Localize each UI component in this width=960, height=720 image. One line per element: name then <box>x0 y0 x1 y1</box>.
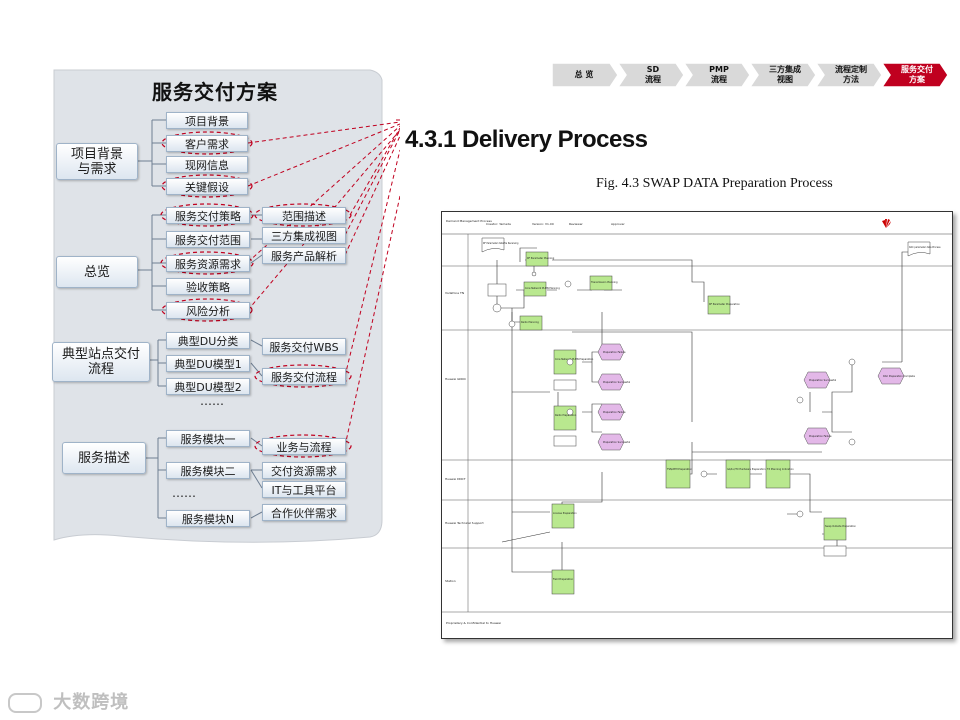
nav-tab-shape <box>749 63 817 87</box>
lane-label: Vodafone TN <box>445 291 464 295</box>
box-label: TSN/ATM Preparation <box>667 468 693 471</box>
nav-tab-0[interactable]: 总 览 <box>574 70 594 79</box>
box-label: Core Network PLMN Preparation <box>555 358 594 361</box>
item-risk-analysis[interactable]: 风险分析 <box>166 302 250 319</box>
group-label: 典型站点交付 流程 <box>61 347 140 377</box>
box-label: License Preparation <box>553 512 577 515</box>
group-label: 服务描述 <box>77 450 130 466</box>
item-business-process[interactable]: 业务与流程 <box>262 438 346 455</box>
item-delivery-scope[interactable]: 服务交付范围 <box>166 231 250 248</box>
item-resource-requirement[interactable]: 服务资源需求 <box>166 255 250 272</box>
nav-tab-shape <box>552 63 619 87</box>
group-typical-site-process[interactable]: 典型站点交付 流程 <box>52 342 150 382</box>
group-service-description[interactable]: 服务描述 <box>62 442 146 474</box>
item-du-model-2[interactable]: 典型DU模型2 <box>166 378 250 395</box>
diagram-header-reviewer: Reviewer <box>569 222 584 226</box>
diagram-footer: Proprietary & Confidential to Huawei <box>446 621 501 625</box>
box-label: Field Preparation <box>553 578 574 581</box>
item-du-model-1[interactable]: 典型DU模型1 <box>166 355 250 372</box>
watermark-icon <box>8 693 42 713</box>
process-diagram: Demand Management Process Creator: Yamad… <box>441 211 953 639</box>
event-label: Preparation Successful <box>603 441 631 444</box>
diagram-header-version: Version: V1.00 <box>532 222 554 226</box>
event-label: Preparation Successful <box>809 379 837 382</box>
diagram-header-creator: Creator: Yamada <box>486 222 511 226</box>
item-it-tools[interactable]: IT与工具平台 <box>262 481 346 498</box>
item-service-product[interactable]: 服务产品解析 <box>262 247 346 264</box>
nav-tab-2[interactable]: PMP 流程 <box>709 65 729 84</box>
nav-bar <box>552 63 949 87</box>
event-label: Preparation Failure <box>603 411 626 414</box>
more-ellipsis: …… <box>172 486 196 500</box>
box-label: RF Parameter Planning <box>527 257 555 260</box>
box-label: TX Planning Indication <box>767 468 794 471</box>
item-acceptance-strategy[interactable]: 验收策略 <box>166 278 250 295</box>
group-label: 项目背景 与需求 <box>70 146 123 177</box>
item-delivery-strategy[interactable]: 服务交付策略 <box>166 207 250 224</box>
diagram-header-approver: Approver <box>611 222 625 226</box>
watermark-text: 大数跨境 <box>53 692 130 713</box>
more-ellipsis: …… <box>200 394 224 408</box>
huawei-logo-icon <box>882 219 891 228</box>
event-label: Preparation Failure <box>603 351 626 354</box>
group-overview[interactable]: 总览 <box>56 256 138 288</box>
box-label: Radio Planning <box>521 321 539 324</box>
item-customer-requirement[interactable]: 客户需求 <box>166 135 248 152</box>
event-label: DAC Preparation Complete <box>883 375 915 378</box>
item-module-1[interactable]: 服务模块一 <box>166 430 250 447</box>
event-label: Preparation Successful <box>603 381 631 384</box>
item-partner-requirement[interactable]: 合作伙伴需求 <box>262 504 346 521</box>
lane-label: Huawei Technical Support <box>445 521 484 525</box>
item-key-assumptions[interactable]: 关键假设 <box>166 178 248 195</box>
box-label: RF Parameter Preparation <box>709 303 740 306</box>
diagram-top-note: DAC parameter data Process <box>909 246 941 249</box>
event-label: Preparation Failure <box>809 435 832 438</box>
lane-label: Station <box>445 579 456 583</box>
lane-label: Huawei DNCT <box>445 477 466 481</box>
nav-tab-5[interactable]: 服务交付 方案 <box>901 65 933 84</box>
item-delivery-process[interactable]: 服务交付流程 <box>262 368 346 385</box>
nav-tab-4[interactable]: 流程定制 方法 <box>835 65 867 84</box>
section-heading: 4.3.1 Delivery Process <box>405 126 648 153</box>
item-network-info[interactable]: 现网信息 <box>166 156 248 173</box>
nav-tab-shape <box>683 63 751 87</box>
item-module-n[interactable]: 服务模块N <box>166 510 250 527</box>
nav-tab-1[interactable]: SD 流程 <box>645 65 661 84</box>
nav-tab-shape <box>617 63 685 87</box>
item-du-classification[interactable]: 典型DU分类 <box>166 332 250 349</box>
item-delivery-wbs[interactable]: 服务交付WBS <box>262 338 346 355</box>
box-label: Iub/Iur/TX Hardware Preparation <box>727 468 766 471</box>
group-background-requirements[interactable]: 项目背景 与需求 <box>56 143 138 180</box>
nav-tab-3[interactable]: 三方集成 视图 <box>769 65 801 84</box>
group-label: 总览 <box>83 264 110 280</box>
lane-label: Huawei GNOC <box>445 377 466 381</box>
diagram-header-title: Demand Management Process <box>446 219 492 223</box>
box-label: Core Network PLMN Planning <box>525 287 560 290</box>
box-label: Swap Outside Preparation <box>825 525 857 528</box>
item-project-background[interactable]: 项目背景 <box>166 112 248 129</box>
figure-caption: Fig. 4.3 SWAP DATA Preparation Process <box>596 176 833 191</box>
item-scope-description[interactable]: 范围描述 <box>262 207 346 224</box>
item-module-2[interactable]: 服务模块二 <box>166 462 250 479</box>
nav-tab-shape <box>881 63 949 87</box>
panel-title: 服务交付方案 <box>152 80 278 104</box>
box-label: Transmission Planning <box>591 281 618 284</box>
box-label: Radio Preparation <box>555 414 577 417</box>
diagram-start-note: RF Parameter dataFile Receiving <box>483 242 519 245</box>
watermark-logo: 大数跨境 <box>8 688 129 714</box>
item-third-party-view[interactable]: 三方集成视图 <box>262 227 346 244</box>
item-delivery-resource[interactable]: 交付资源需求 <box>262 462 346 479</box>
nav-tab-shape <box>815 63 883 87</box>
